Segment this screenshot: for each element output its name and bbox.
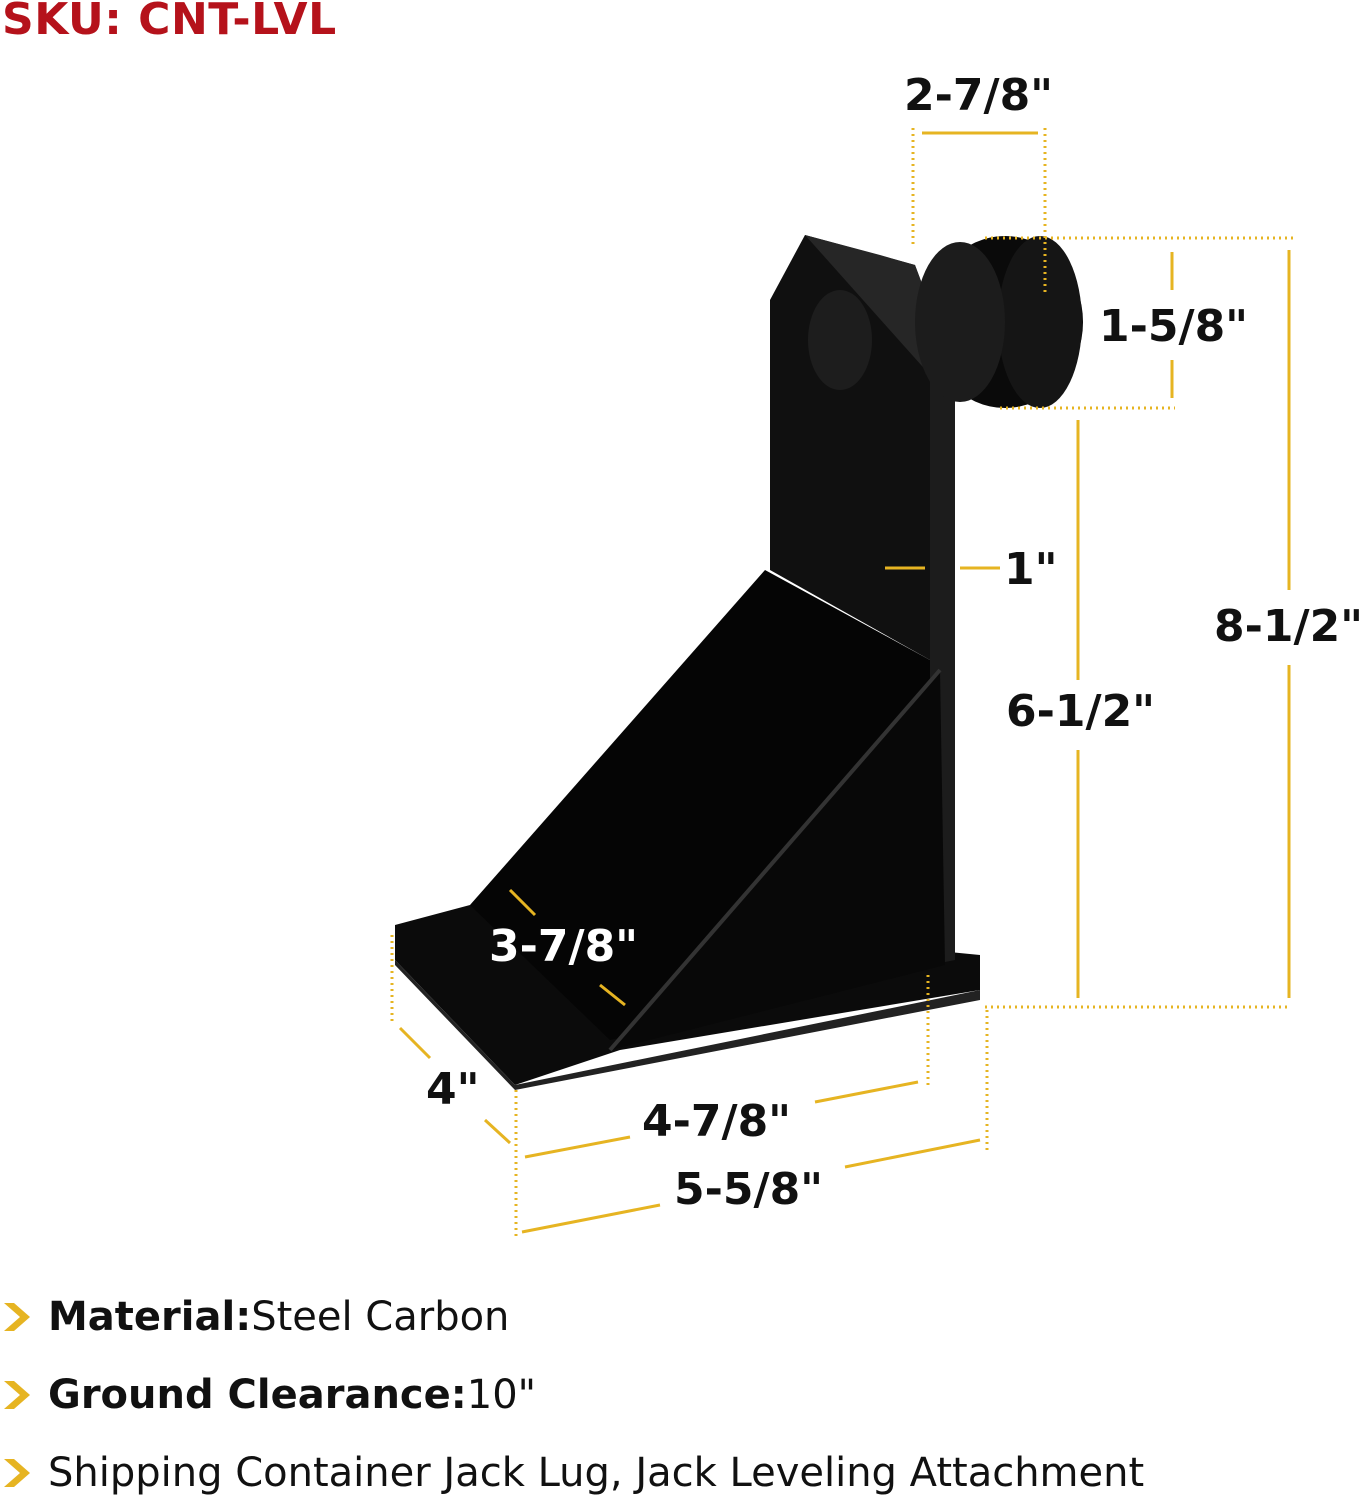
dim-roller-width: 2-7/8"	[904, 70, 1054, 121]
dim-base-width-overall: 5-5/8"	[674, 1164, 824, 1215]
spec-item-ground-clearance: Ground Clearance: 10"	[0, 1372, 536, 1418]
spec-item-description: Shipping Container Jack Lug, Jack Leveli…	[0, 1450, 1144, 1496]
dim-gusset: 3-7/8"	[489, 921, 639, 972]
dim-base-depth: 4"	[426, 1064, 480, 1115]
dim-base-width-inner: 4-7/8"	[642, 1096, 792, 1147]
dim-roller-to-base: 6-1/2"	[1002, 690, 1160, 734]
product-image	[395, 235, 1083, 1090]
product-diagram	[390, 128, 1295, 1240]
sku-label: SKU: CNT-LVL	[2, 0, 337, 45]
dim-overall-height: 8-1/2"	[1210, 605, 1363, 649]
chevron-right-icon	[4, 1459, 30, 1487]
dim-roller-height: 1-5/8"	[1095, 305, 1253, 349]
chevron-right-icon	[4, 1303, 30, 1331]
chevron-right-icon	[4, 1381, 30, 1409]
spec-item-material: Material: Steel Carbon	[0, 1294, 509, 1340]
dimension-lines	[390, 128, 1295, 1240]
dim-plate-thickness: 1"	[1004, 544, 1058, 595]
